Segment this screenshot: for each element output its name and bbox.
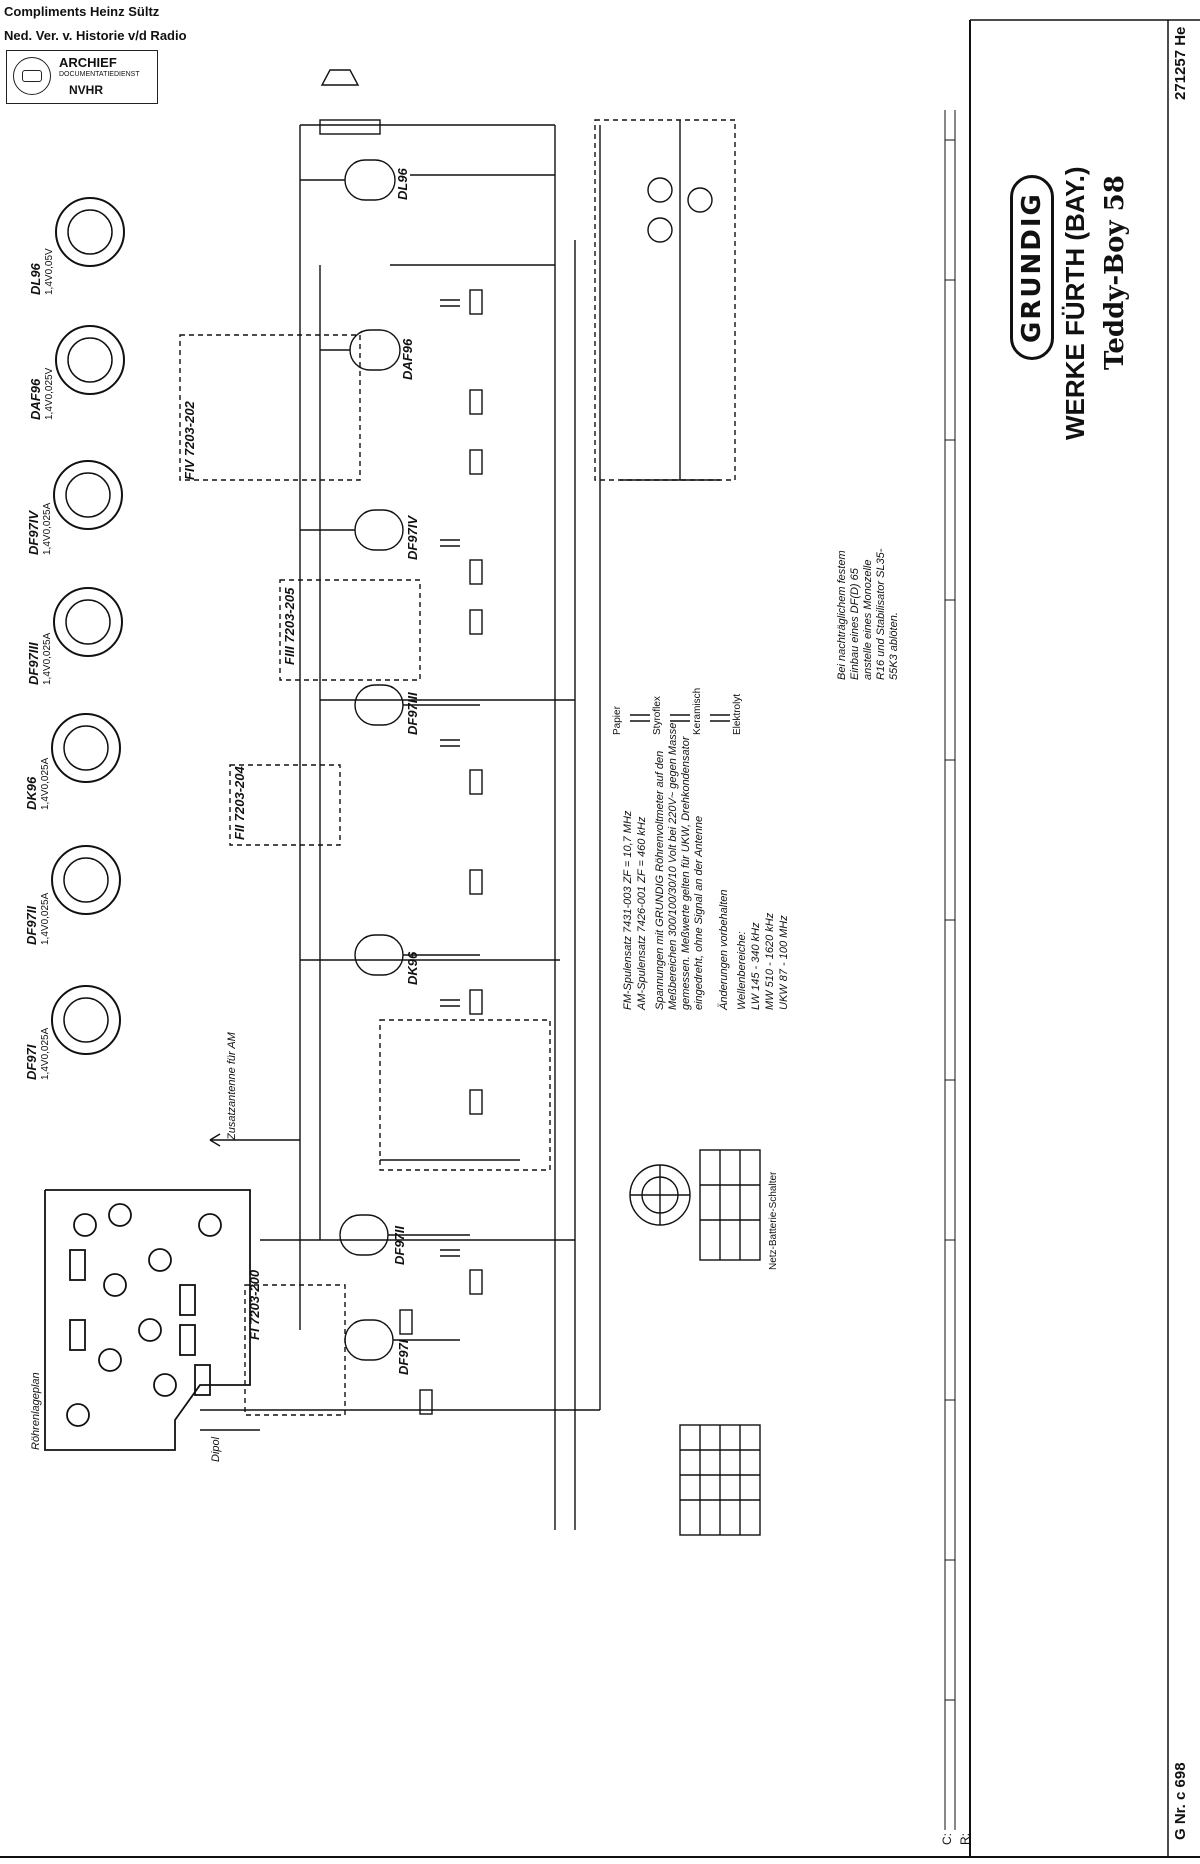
band-lw: LW 145 - 340 kHz [750, 922, 762, 1010]
pinout-df97-i [51, 985, 121, 1055]
row-label-r: R: [958, 1833, 972, 1845]
drawing-frame [0, 19, 1200, 1858]
archive-stamp: ARCHIEF DOCUMENTATIEDIENST NVHR [6, 50, 158, 104]
coil-note-fm: FM-Spulensatz 7431-003 ZF = 10,7 MHz [622, 810, 634, 1010]
schematic-label-df97-iii: DF97III [405, 692, 420, 735]
tube-spec-df97-iii: 1,4V0,025A [42, 632, 53, 685]
switch-table [699, 1149, 761, 1261]
capacitor-legend [630, 714, 730, 722]
tube-label-df97-i: DF97I [24, 1044, 39, 1080]
schematic-label-dl96: DL96 [395, 168, 410, 200]
schematic-tube-df97-iii [354, 684, 480, 726]
reference-ticks [945, 139, 955, 1701]
speaker-symbol [320, 69, 360, 86]
pinout-df97-ii [51, 845, 121, 915]
stamp-subtitle: DOCUMENTATIEDIENST [59, 71, 140, 78]
cap-legend-electrolytic: Elektrolyt [732, 693, 743, 735]
filter-label-fiv: FIV 7203-202 [182, 401, 197, 480]
tube-label-df97-iii: DF97III [26, 642, 41, 685]
schematic-tube-df97-iv [300, 509, 404, 551]
drawing-number: G Nr. c 698 [1172, 1762, 1189, 1840]
am-coil-box [379, 1019, 551, 1171]
schematic-tube-dk96 [354, 934, 480, 976]
tube-label-df97-ii: DF97II [24, 905, 39, 945]
coil-note-am: AM-Spulensatz 7426-001 ZF = 460 kHz [636, 816, 648, 1010]
tube-spec-df97-i: 1,4V0,025A [40, 1027, 51, 1080]
filter-label-fiii: FIII 7203-205 [282, 587, 297, 665]
tube-pinout-diagrams [51, 197, 125, 1055]
stamp-org: NVHR [69, 83, 104, 97]
band-mw: MW 510 - 1620 kHz [764, 912, 776, 1010]
tube-layout-label: Röhrenlageplan [30, 1372, 42, 1450]
tube-layout-plan [44, 1189, 251, 1451]
brand-logo: GRUNDIG [1010, 175, 1054, 360]
schematic-label-df97-i: DF97I [396, 1339, 411, 1375]
pinout-dl96 [55, 197, 125, 267]
compliments-line: Compliments Heinz Sültz [4, 4, 160, 19]
tube-spec-daf96: 1,4V0,025V [44, 367, 55, 420]
band-ukw: UKW 87 - 100 MHz [778, 915, 790, 1010]
tube-label-df97-iv: DF97IV [26, 510, 41, 555]
aux-antenna-label: Zusatzantenne für AM [226, 1032, 238, 1140]
schematic-tube-dl96 [300, 159, 396, 201]
pinout-dk96 [51, 713, 121, 783]
tube-spec-dk96: 1,4V0,025A [40, 757, 51, 810]
tube-label-dl96: DL96 [28, 263, 43, 295]
voltage-note: Spannungen mit GRUNDIG Röhrenvoltmeter a… [654, 722, 705, 1010]
row-label-c: C: [940, 1833, 954, 1845]
manufacturer-name: WERKE FÜRTH (BAY.) [1060, 166, 1090, 440]
filter-box-fiv [179, 334, 361, 481]
pinout-df97-iii [53, 587, 123, 657]
pinout-daf96 [55, 325, 125, 395]
tube-spec-df97-iv: 1,4V0,025A [42, 502, 53, 555]
tube-spec-df97-ii: 1,4V0,025A [40, 892, 51, 945]
schematic-label-df97-iv: DF97IV [405, 515, 420, 560]
changes-note: Änderungen vorbehalten [718, 889, 730, 1010]
filter-label-fii: FII 7203-204 [232, 766, 247, 840]
tube-spec-dl96: 1,4V0,05V [44, 248, 55, 295]
tube-label-daf96: DAF96 [28, 378, 43, 420]
cap-legend-paper: Papier [612, 706, 623, 735]
schematic-label-daf96: DAF96 [400, 338, 415, 380]
document-number: 271257 He [1172, 26, 1189, 100]
filter-label-fi: FI 7203-200 [247, 1269, 262, 1340]
schematic-label-dk96: DK96 [405, 951, 420, 985]
schematic-wiring [179, 69, 761, 1536]
filter-box-fii [229, 764, 341, 846]
dipole-label: Dipol [210, 1436, 222, 1462]
bands-title: Wellenbereiche: [736, 931, 748, 1010]
switch-label: Netz-Batterie-Schalter [768, 1171, 779, 1270]
schematic-label-df97-ii: DF97II [392, 1225, 407, 1265]
filter-box-fiii [279, 579, 421, 681]
model-name: Teddy-Boy 58 [1100, 175, 1130, 370]
output-transformer [319, 119, 381, 135]
archive-logo-icon [13, 57, 51, 95]
tube-label-dk96: DK96 [24, 776, 39, 810]
retrofit-note: Bei nachträglichem festem Einbau eines D… [836, 548, 900, 680]
schematic-tube-df97-ii [339, 1214, 470, 1256]
organization-line: Ned. Ver. v. Historie v/d Radio [4, 28, 187, 43]
filter-box-fi [244, 1284, 346, 1416]
pinout-df97-iv [53, 460, 123, 530]
schematic-tube-daf96 [320, 329, 401, 371]
stamp-title: ARCHIEF [59, 55, 117, 70]
